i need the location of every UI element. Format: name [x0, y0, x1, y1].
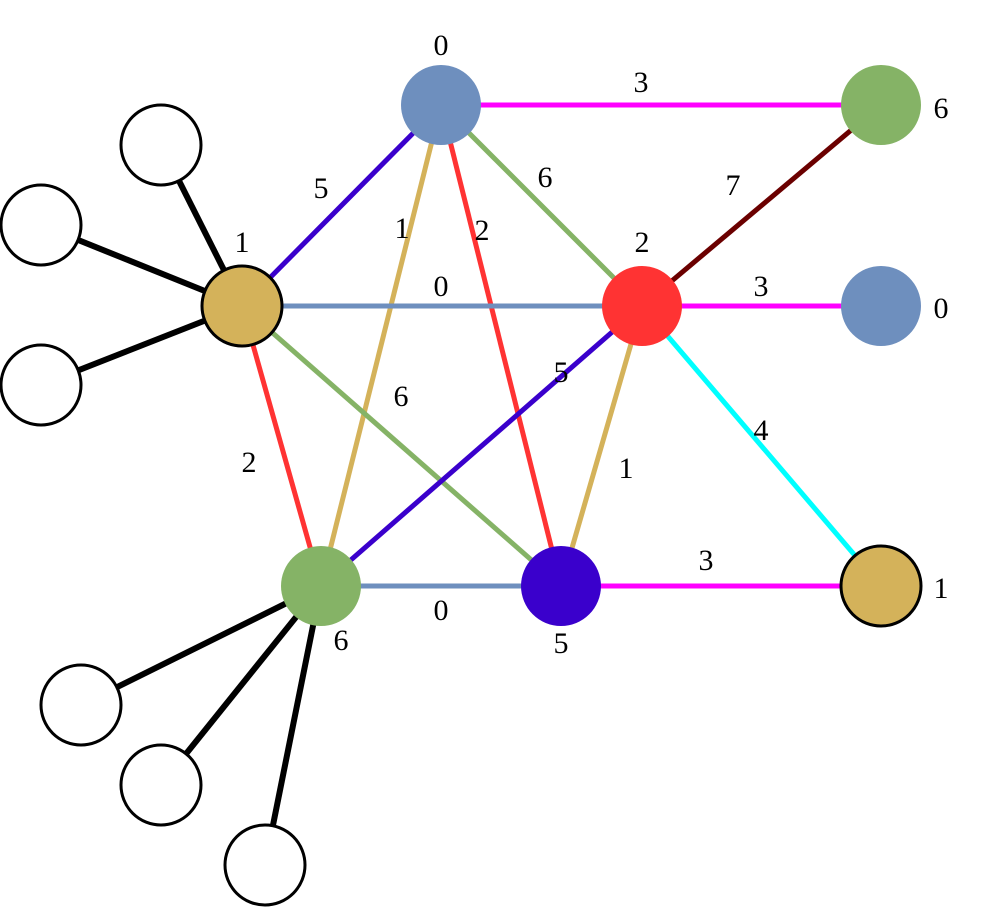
- edge-n-center-right-n-right-top: [640, 103, 883, 308]
- edge-n-bottom-left-e-bottom-2: [158, 584, 324, 787]
- edge-n-bottom-left-e-bottom-1: [79, 583, 323, 708]
- node-n-top: [401, 65, 481, 145]
- node-n-right-middle: [841, 266, 921, 346]
- node-label: 1: [934, 572, 949, 605]
- edge-label: 1: [395, 212, 410, 245]
- node-label: 0: [934, 292, 949, 325]
- edge-n-center-right-n-right-bottom: [640, 304, 883, 588]
- node-label: 1: [235, 226, 250, 259]
- edge-n-top-n-bottom-left: [318, 104, 444, 587]
- node-label: 6: [334, 624, 349, 657]
- edge-label: 7: [726, 169, 741, 202]
- node-e-bottom-3: [223, 823, 307, 907]
- edge-label: 0: [434, 270, 449, 303]
- edge-n-top-n-left: [240, 103, 443, 308]
- node-e-left-2: [0, 183, 83, 267]
- edge-label: 0: [434, 594, 449, 627]
- edge-label: 3: [754, 270, 769, 303]
- edge-label: 2: [475, 214, 490, 247]
- edge-label: 3: [699, 544, 714, 577]
- node-e-left-3: [0, 343, 83, 427]
- node-e-bottom-1: [39, 663, 123, 747]
- edge-n-left-n-bottom-center: [240, 304, 563, 588]
- node-label: 2: [635, 226, 650, 259]
- edge-n-left-n-bottom-left: [239, 305, 324, 587]
- node-n-bottom-center: [521, 546, 601, 626]
- edge-n-top-n-center-right: [439, 103, 644, 308]
- node-n-bottom-left: [281, 546, 361, 626]
- edge-n-bottom-left-e-bottom-3: [262, 585, 324, 866]
- edge-label: 6: [538, 161, 553, 194]
- edge-label: 4: [754, 414, 769, 447]
- edge-n-center-right-n-bottom-left: [319, 304, 644, 588]
- edge-label: 6: [394, 380, 409, 413]
- node-label: 6: [934, 92, 949, 125]
- node-e-left-1: [119, 103, 203, 187]
- edge-label: 5: [554, 356, 569, 389]
- node-n-left: [200, 264, 284, 348]
- node-n-right-top: [841, 65, 921, 145]
- node-label: 5: [554, 627, 569, 660]
- node-n-center-right: [602, 266, 682, 346]
- node-e-bottom-2: [119, 743, 203, 827]
- edge-n-top-n-bottom-center: [438, 104, 564, 587]
- edge-label: 2: [242, 446, 257, 479]
- nodes-layer: [0, 65, 923, 907]
- edge-label: 5: [314, 172, 329, 205]
- node-label: 0: [434, 29, 449, 62]
- edge-label: 1: [619, 452, 634, 485]
- edge-label: 3: [634, 66, 649, 99]
- node-n-right-bottom: [839, 544, 923, 628]
- edge-n-center-right-n-bottom-center: [558, 305, 645, 587]
